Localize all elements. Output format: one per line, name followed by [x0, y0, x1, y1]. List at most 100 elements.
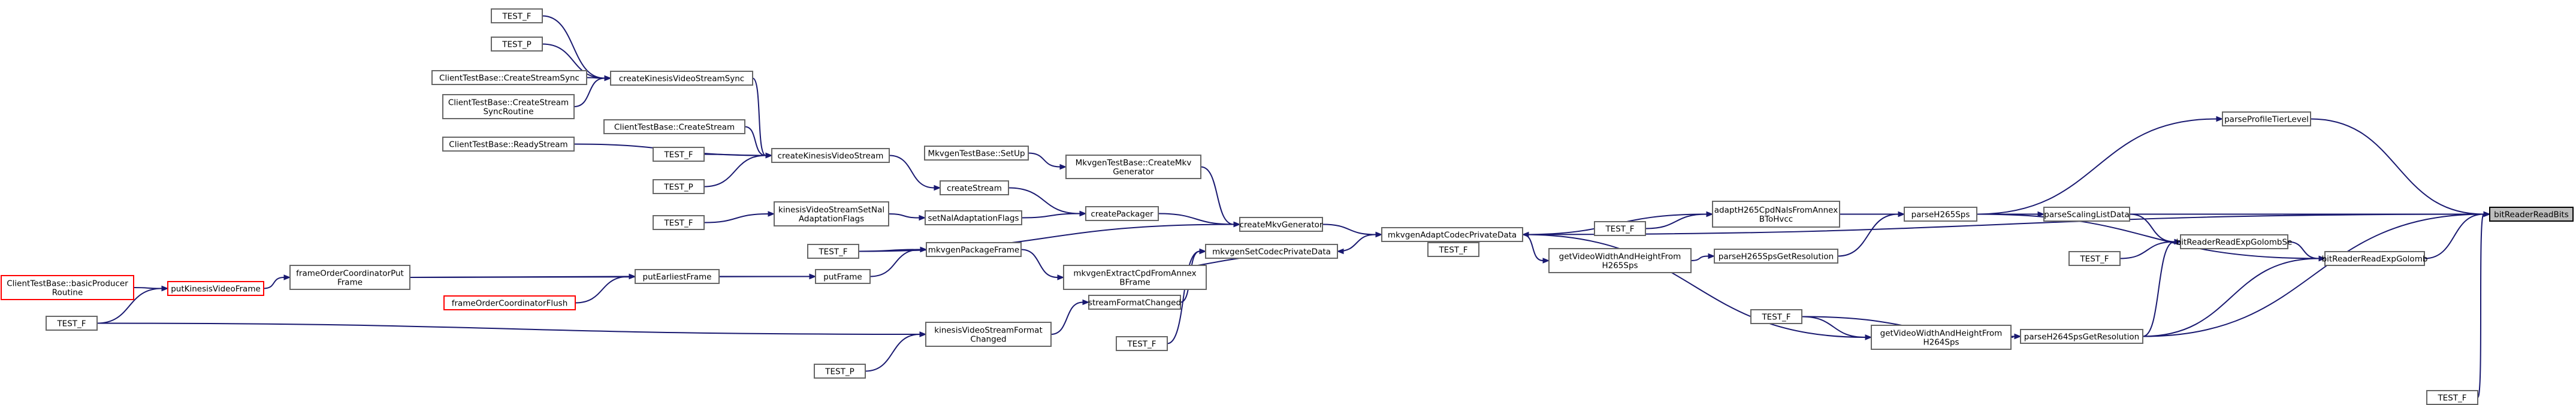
- node-mkvgen-test-base-set-up[interactable]: MkvgenTestBase::SetUp: [924, 146, 1029, 161]
- node-create-kinesis-video-stream[interactable]: createKinesisVideoStream: [771, 148, 890, 163]
- call-edge: [888, 213, 926, 221]
- node-client-test-base-create-stream[interactable]: ClientTestBase::CreateStream: [603, 119, 745, 134]
- node-parse-scaling-list-data[interactable]: parseScalingListData: [2043, 207, 2130, 222]
- node-label: ClientTestBase::ReadyStream: [449, 140, 567, 150]
- node-label: createStream: [947, 184, 1002, 194]
- node-label: TEST_F: [1605, 225, 1634, 234]
- node-bit-reader-read-exp-golomb-se[interactable]: bitReaderReadExpGolombSe: [2176, 234, 2293, 249]
- call-edge: [2424, 211, 2491, 259]
- call-edge: [2142, 255, 2326, 337]
- node-label: TEST_F: [502, 12, 531, 22]
- node-label: TEST_F: [2079, 255, 2109, 264]
- call-edge: [1522, 234, 1550, 264]
- node-label: TEST_F: [56, 319, 86, 329]
- node-label: parseH265SpsGetResolution: [1719, 252, 1834, 262]
- node-mkvgen-adapt-codec-private-data[interactable]: mkvgenAdaptCodecPrivateData: [1381, 227, 1523, 242]
- call-edge: [409, 273, 636, 280]
- node-test-f-adapt[interactable]: TEST_F: [1594, 221, 1646, 236]
- node-client-test-base-create-stream-sync[interactable]: ClientTestBase::CreateStreamSync: [431, 70, 587, 85]
- node-put-frame[interactable]: putFrame: [815, 269, 871, 284]
- node-create-mkv-generator[interactable]: createMkvGenerator: [1239, 217, 1323, 232]
- call-edge: [96, 285, 169, 324]
- node-label: putEarliestFrame: [643, 273, 712, 282]
- call-edge: [263, 274, 291, 289]
- call-edge: [1020, 249, 1065, 280]
- node-test-f-sync[interactable]: TEST_F: [491, 8, 543, 23]
- node-label: putFrame: [823, 273, 862, 282]
- node-label: frameOrderCoordinatorFlush: [452, 299, 568, 309]
- node-create-kinesis-video-stream-sync[interactable]: createKinesisVideoStreamSync: [610, 71, 753, 86]
- node-label: createMkvGenerator: [1240, 220, 1323, 230]
- node-test-p-sync[interactable]: TEST_P: [491, 37, 543, 52]
- call-edge: [2142, 238, 2182, 337]
- node-create-packager[interactable]: createPackager: [1085, 206, 1159, 221]
- node-stream-format-changed[interactable]: streamFormatChanged: [1088, 295, 1181, 310]
- node-test-p-sfc[interactable]: TEST_P: [814, 364, 866, 379]
- node-test-f-golombse[interactable]: TEST_F: [2068, 251, 2121, 266]
- node-label: createKinesisVideoStream: [778, 152, 884, 161]
- node-client-test-base-ready-stream[interactable]: ClientTestBase::ReadyStream: [442, 137, 575, 152]
- node-test-p-cks[interactable]: TEST_P: [653, 179, 705, 194]
- node-label: TEST_P: [663, 183, 693, 192]
- node-test-f-setnal[interactable]: TEST_F: [653, 215, 705, 230]
- node-label: TEST_P: [825, 367, 854, 377]
- node-put-earliest-frame[interactable]: putEarliestFrame: [635, 269, 720, 284]
- call-edge: [1050, 299, 1090, 335]
- node-label: createKinesisVideoStreamSync: [619, 74, 744, 84]
- node-bit-reader-read-bits[interactable]: bitReaderReadBits: [2489, 207, 2574, 222]
- node-mkvgen-package-frame[interactable]: mkvgenPackageFrame: [926, 242, 1022, 257]
- node-mkvgen-set-codec-private-data[interactable]: mkvgenSetCodecPrivateData: [1205, 244, 1338, 259]
- node-label: TEST_F: [2437, 394, 2466, 403]
- node-bit-reader-read-exp-golomb[interactable]: bitReaderReadExpGolomb: [2322, 251, 2428, 266]
- node-label: mkvgenSetCodecPrivateData: [1212, 247, 1331, 257]
- node-label: streamFormatChanged: [1088, 298, 1181, 308]
- node-parse-h265-sps[interactable]: parseH265Sps: [1904, 207, 1977, 222]
- call-edge: [865, 331, 927, 372]
- call-edge: [96, 322, 927, 337]
- node-label: bitReaderReadExpGolombSe: [2176, 238, 2293, 247]
- node-label: TEST_F: [1761, 313, 1790, 322]
- node-parse-h264-sps-get-resolution[interactable]: parseH264SpsGetResolution: [2020, 329, 2143, 344]
- node-set-nal-adaptation-flags[interactable]: setNalAdaptationFlags: [925, 210, 1022, 225]
- node-parse-profile-tier-level[interactable]: parseProfileTierLevel: [2222, 111, 2311, 126]
- node-test-f-bits[interactable]: TEST_F: [2426, 390, 2478, 405]
- node-label: bitReaderReadExpGolomb: [2322, 255, 2428, 264]
- node-put-kinesis-video-frame[interactable]: putKinesisVideoFrame: [167, 281, 264, 296]
- node-test-f-adaptcpd[interactable]: TEST_F: [1427, 242, 1479, 257]
- node-create-stream[interactable]: createStream: [940, 180, 1009, 195]
- node-test-f-cks[interactable]: TEST_F: [653, 147, 705, 162]
- node-test-f-pkg[interactable]: TEST_F: [807, 244, 859, 259]
- call-edge: [858, 221, 1241, 252]
- call-edge: [2142, 211, 2491, 337]
- nodes: TEST_F parseProfileTierLevel bitReaderRead…: [1, 8, 2574, 405]
- node-test-f-setcpd[interactable]: TEST_F: [1116, 336, 1168, 351]
- node-parse-h265-sps-get-resolution[interactable]: parseH265SpsGetResolution: [1714, 249, 1838, 264]
- node-test-f-pkvf[interactable]: TEST_F: [46, 316, 98, 331]
- node-frame-order-coordinator-flush[interactable]: frameOrderCoordinatorFlush: [443, 295, 576, 310]
- node-test-f-h264a[interactable]: TEST_F: [1750, 309, 1802, 324]
- call-edge: [1322, 223, 1383, 238]
- call-edge: [2477, 211, 2491, 398]
- node-label: parseProfileTierLevel: [2224, 115, 2309, 125]
- call-edge: [1837, 211, 1905, 257]
- node-label: ClientTestBase::CreateStreamSync: [439, 74, 579, 83]
- call-edge: [1976, 116, 2224, 215]
